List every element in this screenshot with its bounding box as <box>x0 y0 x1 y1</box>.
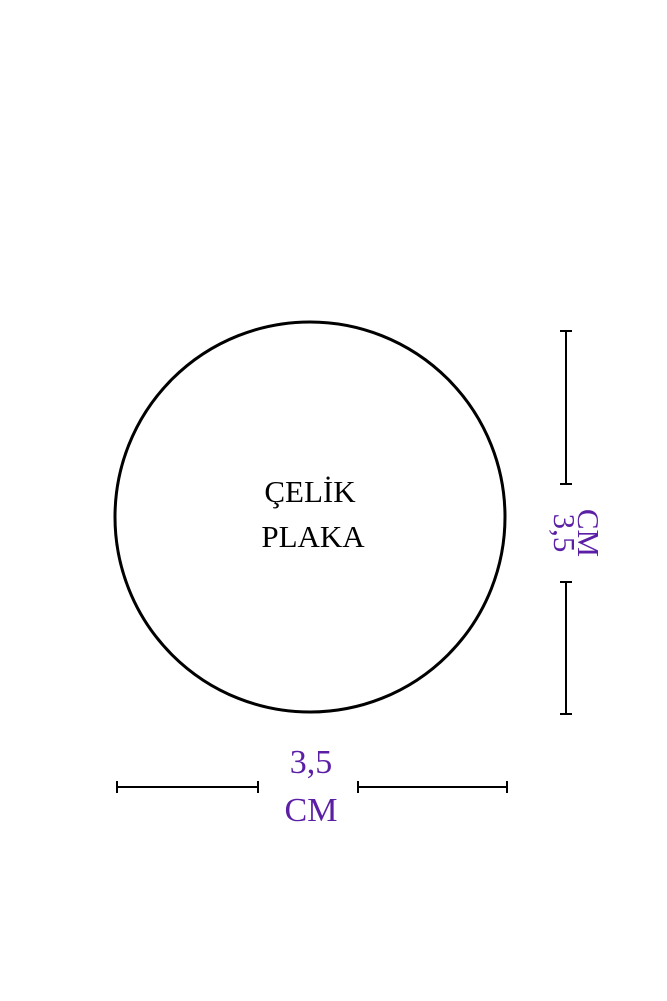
width-dimension-value: 3,5 <box>290 744 333 781</box>
width-dimension: 3,5 CM <box>116 744 508 829</box>
height-dimension-unit: CM <box>571 509 606 557</box>
plate-label-line2: PLAKA <box>261 519 365 554</box>
height-dimension-value: 3,5 <box>547 514 582 553</box>
plate-label-line1: ÇELİK <box>264 474 356 509</box>
height-dimension: 3,5 CM <box>547 330 606 715</box>
plate-circle <box>113 320 507 714</box>
width-dimension-unit: CM <box>285 792 338 829</box>
